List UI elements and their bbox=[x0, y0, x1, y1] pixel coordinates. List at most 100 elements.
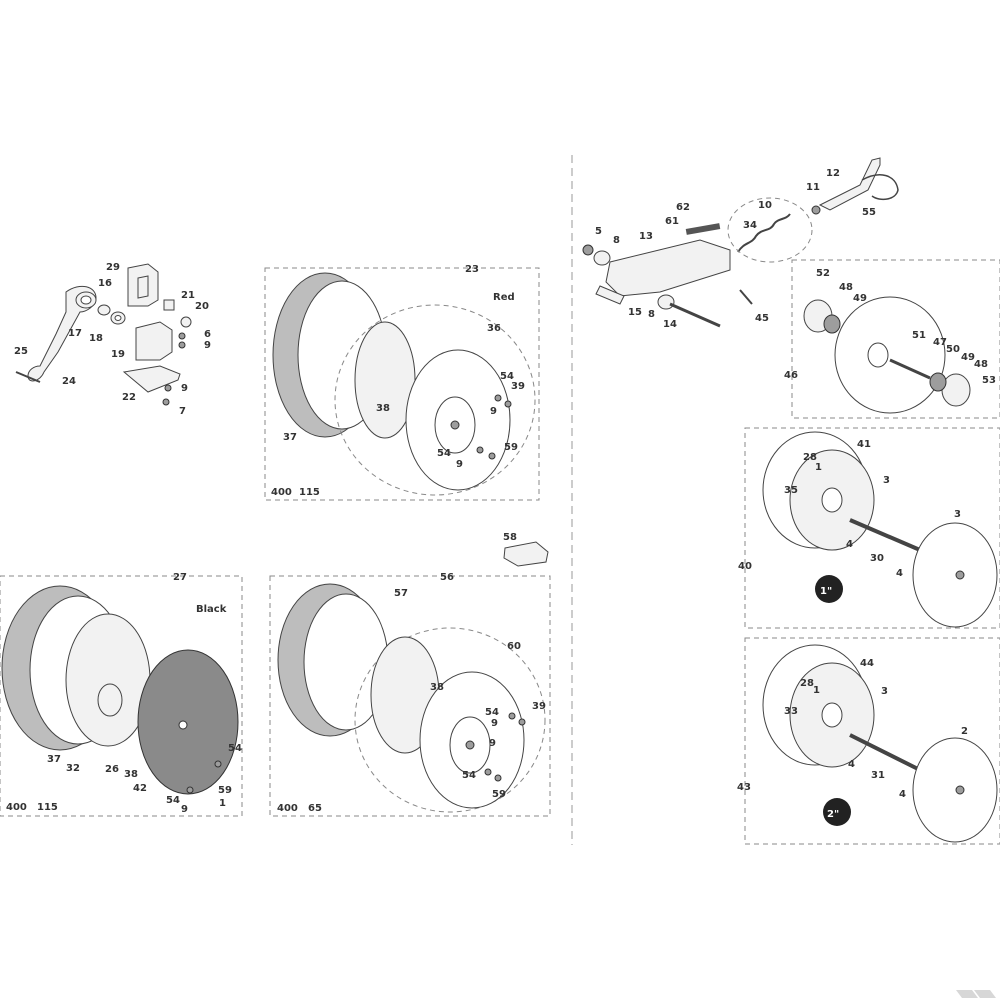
badge-1in bbox=[815, 575, 843, 603]
label-9f: 9 bbox=[491, 718, 498, 729]
label-46: 46 bbox=[784, 370, 798, 381]
bolt-21 bbox=[163, 299, 175, 311]
clip-55 bbox=[861, 174, 899, 201]
label-9a: 9 bbox=[204, 340, 211, 351]
label-39a: 39 bbox=[511, 381, 525, 392]
label-8b: 8 bbox=[648, 309, 655, 320]
disc-46 bbox=[834, 296, 946, 414]
circle-10 bbox=[727, 197, 813, 263]
caption-1in: 1" bbox=[820, 586, 832, 597]
label-57: 57 bbox=[394, 588, 408, 599]
bush-8a bbox=[593, 250, 611, 266]
bolt-14 bbox=[669, 302, 721, 328]
label-33: 33 bbox=[784, 706, 798, 717]
bracket-19 bbox=[135, 321, 173, 361]
label-50: 50 bbox=[946, 344, 960, 355]
label-44: 44 bbox=[860, 658, 874, 669]
label-9c: 9 bbox=[490, 406, 497, 417]
label-42: 42 bbox=[133, 783, 147, 794]
label-1c: 1 bbox=[813, 685, 820, 696]
wheel-27 bbox=[1, 585, 239, 795]
label-13: 13 bbox=[639, 231, 653, 242]
lever-assembly bbox=[582, 157, 899, 328]
label-36: 36 bbox=[487, 323, 501, 334]
label-54a: 54 bbox=[500, 371, 514, 382]
bolt-6 bbox=[178, 332, 186, 340]
circle-60 bbox=[354, 627, 546, 813]
label-12: 12 bbox=[826, 168, 840, 179]
caption-400-c: 400 bbox=[277, 803, 298, 814]
label-24: 24 bbox=[62, 376, 76, 387]
box-27 bbox=[0, 575, 243, 817]
label-5: 5 bbox=[595, 226, 602, 237]
label-59a: 59 bbox=[504, 442, 518, 453]
label-52: 52 bbox=[816, 268, 830, 279]
label-19: 19 bbox=[111, 349, 125, 360]
label-56: 56 bbox=[440, 572, 454, 583]
caption-400-a: 400 bbox=[271, 487, 292, 498]
label-54c: 54 bbox=[228, 743, 242, 754]
label-54e: 54 bbox=[485, 707, 499, 718]
box-43 bbox=[744, 637, 1000, 845]
box-40 bbox=[744, 427, 1000, 629]
spring-34 bbox=[737, 213, 791, 253]
bracket-assembly bbox=[15, 263, 192, 406]
spring-61 bbox=[685, 223, 721, 235]
caption-black: Black bbox=[196, 604, 227, 615]
nut-9a bbox=[178, 341, 186, 349]
label-38b: 38 bbox=[124, 769, 138, 780]
caption-115-a: 115 bbox=[299, 487, 320, 498]
label-43: 43 bbox=[737, 782, 751, 793]
brand-logo-mark bbox=[956, 990, 996, 998]
label-16: 16 bbox=[98, 278, 112, 289]
label-6: 6 bbox=[204, 329, 211, 340]
badge-2in bbox=[823, 798, 851, 826]
label-2: 2 bbox=[961, 726, 968, 737]
label-51: 51 bbox=[912, 330, 926, 341]
label-3b: 3 bbox=[954, 509, 961, 520]
flange-48b bbox=[941, 373, 971, 407]
label-4c: 4 bbox=[848, 759, 855, 770]
label-4d: 4 bbox=[899, 789, 906, 800]
crank-hub-bore bbox=[80, 295, 92, 305]
nut-5 bbox=[582, 244, 594, 256]
label-54d: 54 bbox=[166, 795, 180, 806]
label-26: 26 bbox=[105, 764, 119, 775]
end-disc-3b bbox=[912, 522, 998, 628]
frame-13 bbox=[605, 239, 731, 297]
label-62: 62 bbox=[676, 202, 690, 213]
label-54f: 54 bbox=[462, 770, 476, 781]
pin-25 bbox=[15, 371, 41, 383]
label-41: 41 bbox=[857, 439, 871, 450]
label-53: 53 bbox=[982, 375, 996, 386]
label-39b: 39 bbox=[532, 701, 546, 712]
label-21: 21 bbox=[181, 290, 195, 301]
label-27: 27 bbox=[173, 572, 187, 583]
label-32: 32 bbox=[66, 763, 80, 774]
label-4a: 4 bbox=[846, 539, 853, 550]
label-17: 17 bbox=[68, 328, 82, 339]
disc-assembly-46 bbox=[803, 296, 971, 414]
plate-58 bbox=[503, 541, 549, 567]
label-23: 23 bbox=[465, 264, 479, 275]
label-28a: 28 bbox=[803, 452, 817, 463]
nut-11 bbox=[811, 205, 821, 215]
shaft-30 bbox=[849, 518, 921, 552]
label-30: 30 bbox=[870, 553, 884, 564]
label-9b: 9 bbox=[181, 383, 188, 394]
nut-7 bbox=[162, 398, 170, 406]
label-15: 15 bbox=[628, 307, 642, 318]
label-48a: 48 bbox=[839, 282, 853, 293]
pin-45 bbox=[739, 289, 753, 305]
label-1a: 1 bbox=[219, 798, 226, 809]
caption-115-b: 115 bbox=[37, 802, 58, 813]
label-54b: 54 bbox=[437, 448, 451, 459]
box-23 bbox=[264, 267, 540, 501]
label-29: 29 bbox=[106, 262, 120, 273]
hub-26 bbox=[97, 683, 123, 717]
wheel-56 bbox=[277, 583, 546, 813]
label-59c: 59 bbox=[492, 789, 506, 800]
caption-400-b: 400 bbox=[6, 802, 27, 813]
